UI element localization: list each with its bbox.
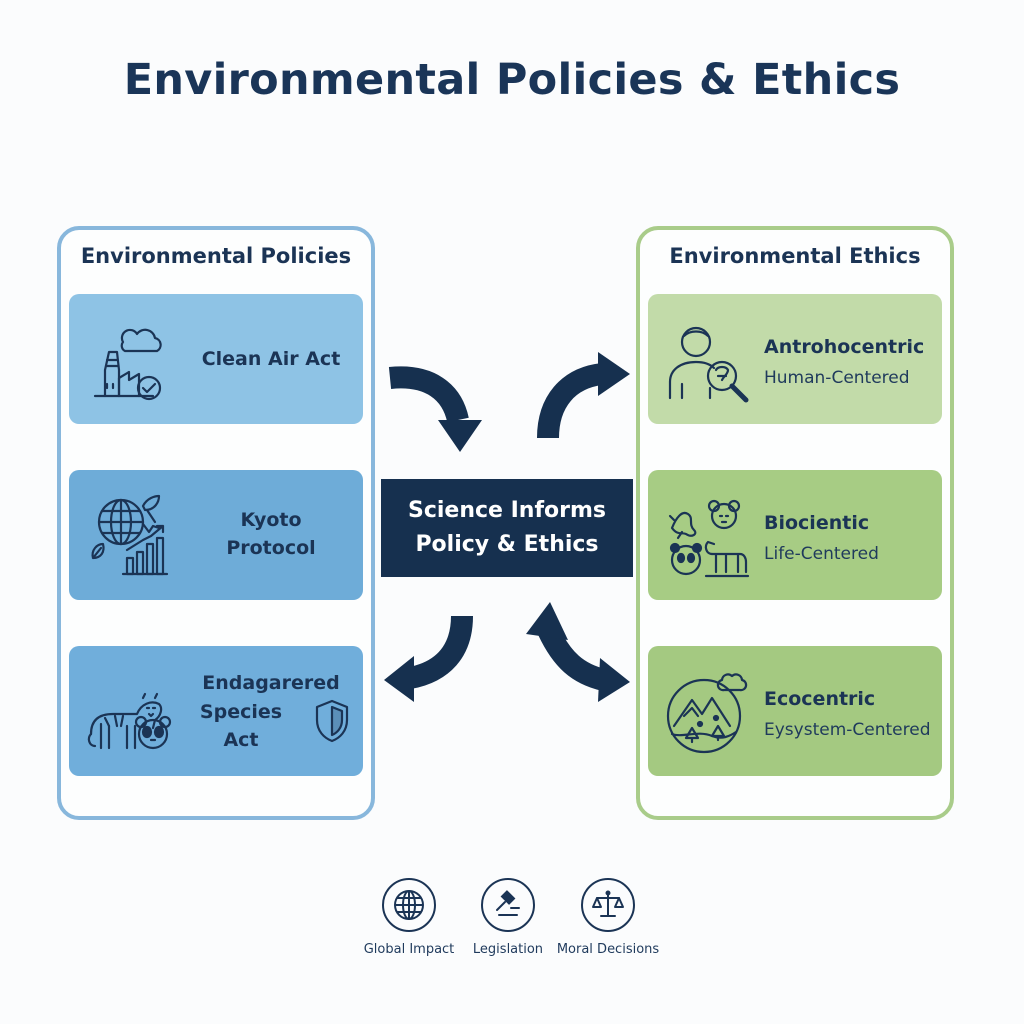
policy-card-clean-air-act[interactable]: Clean Air Act (69, 294, 363, 424)
arrow-center-to-ethics (537, 352, 630, 439)
factory-cloud-check-icon (93, 328, 162, 401)
policies-heading: Environmental Policies (80, 244, 352, 268)
ethics-subtitle: Life-Centered (764, 544, 879, 564)
arrow-policies-to-center (388, 366, 482, 452)
footer-item-global-impact: Global Impact (349, 878, 469, 957)
policy-label: Clean Air Act (201, 348, 341, 370)
policy-card-kyoto-protocol[interactable]: Kyoto Protocol (69, 470, 363, 600)
policy-label-line1: Endagarered (202, 672, 340, 694)
arrow-center-to-policies (384, 615, 473, 702)
tiger-panda-shield-icon (87, 692, 172, 750)
globe-growth-chart-icon (91, 494, 169, 576)
policy-label-line1: Kyoto (240, 509, 302, 531)
policy-label-line2: Species Act (199, 701, 283, 751)
footer-item-legislation: Legislation (448, 878, 568, 957)
ethics-subtitle: Human-Centered (764, 368, 910, 388)
ecosystem-globe-icon (666, 673, 748, 754)
footer-label: Global Impact (363, 942, 455, 957)
animals-icon (668, 499, 750, 578)
ethics-panel: Environmental Ethics Antrohocentric Huma… (636, 226, 954, 820)
person-magnifier-icon (668, 326, 749, 403)
scales-icon (581, 878, 635, 932)
center-label-line1: Science Informs (407, 498, 607, 523)
ethics-name: Biocientic (764, 512, 870, 534)
ethics-name: Ecocentric (764, 688, 876, 710)
policies-panel: Environmental Policies Clean Air Act (57, 226, 375, 820)
ethics-card-ecocentric[interactable]: Ecocentric Eysystem-Centered (648, 646, 942, 776)
center-concept-box: Science Informs Policy & Ethics (381, 479, 633, 577)
page-title: Environmental Policies & Ethics (123, 55, 901, 105)
policy-label-line2: Protocol (226, 537, 316, 559)
footer-label: Moral Decisions (556, 942, 660, 957)
arrow-center-ethics-bidirectional (526, 602, 630, 702)
ethics-card-anthropocentric[interactable]: Antrohocentric Human-Centered (648, 294, 942, 424)
footer-item-moral-decisions: Moral Decisions (548, 878, 668, 957)
globe-icon (382, 878, 436, 932)
policy-card-endangered-species-act[interactable]: Endagarered Species Act (69, 646, 363, 776)
ethics-name: Antrohocentric (764, 336, 925, 358)
footer-label: Legislation (472, 942, 544, 957)
ethics-heading: Environmental Ethics (669, 244, 921, 268)
ethics-subtitle: Eysystem-Centered (764, 720, 931, 740)
center-label-line2: Policy & Ethics (415, 532, 599, 557)
ethics-card-biocentric[interactable]: Biocientic Life-Centered (648, 470, 942, 600)
shield-icon (315, 699, 349, 743)
gavel-icon (481, 878, 535, 932)
